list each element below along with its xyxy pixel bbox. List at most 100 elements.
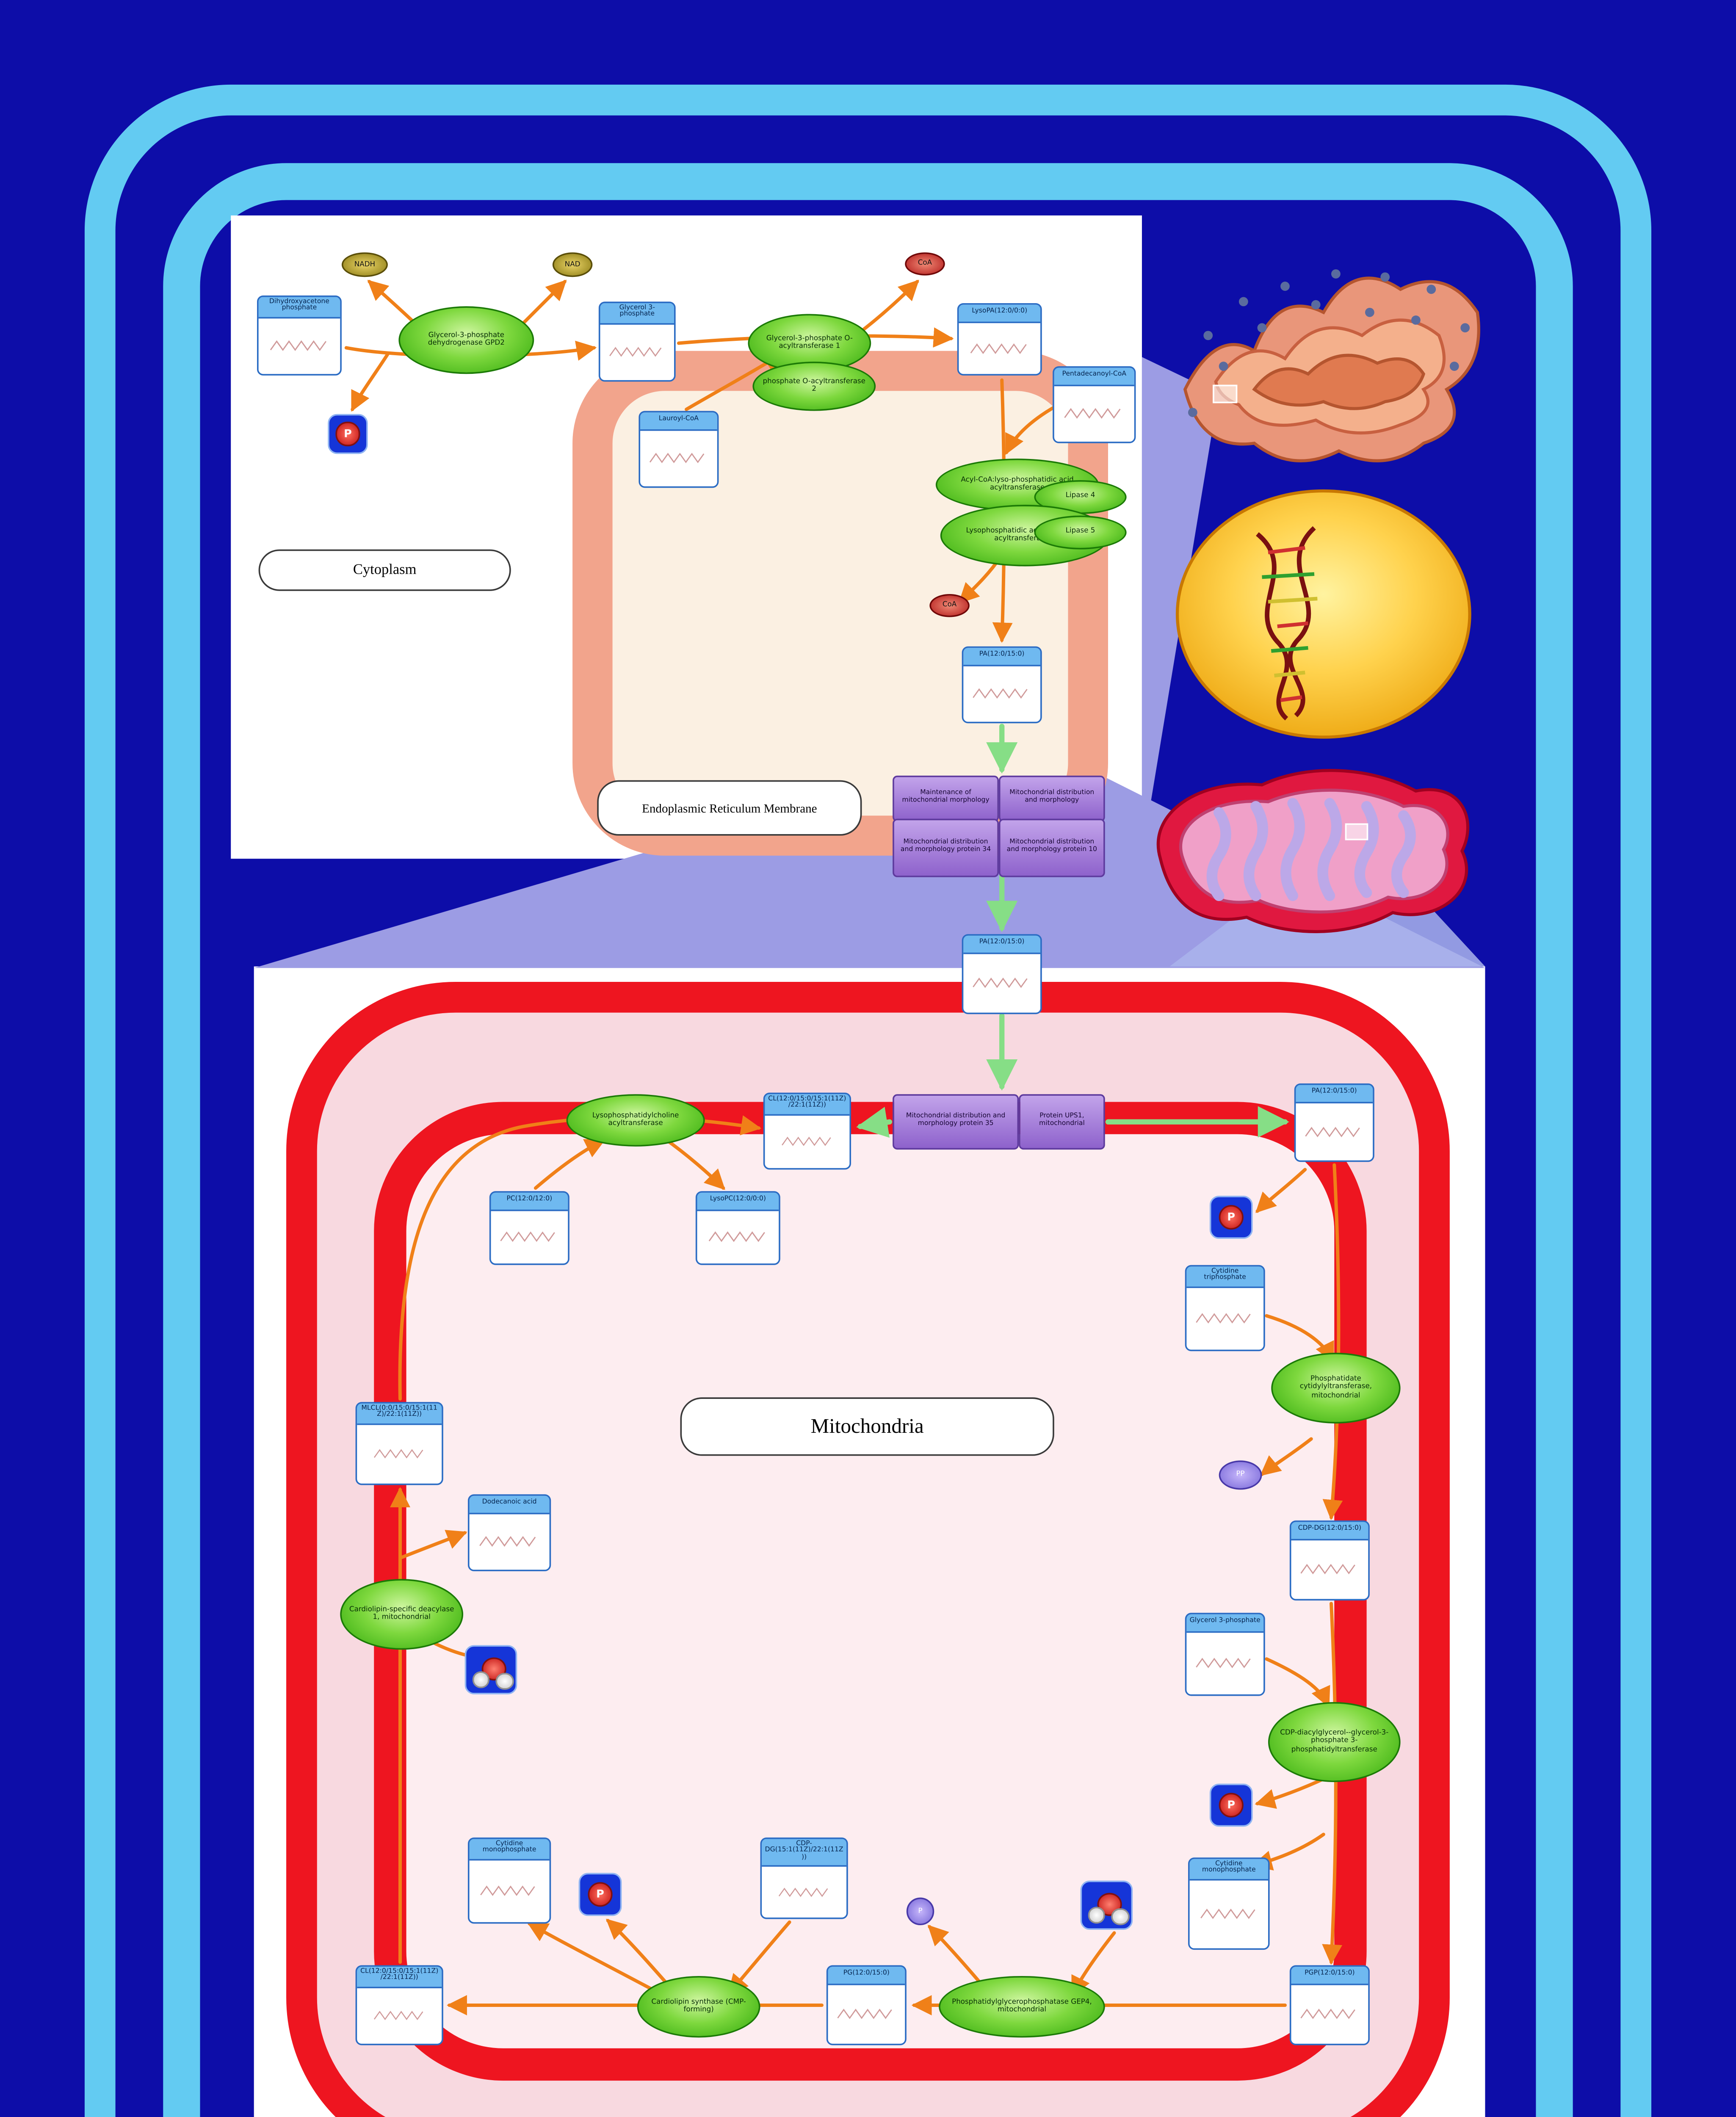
metabolite-dhap[interactable]: Dihydroxyacetone phosphate <box>257 295 342 376</box>
metabolite-pa-intermembrane[interactable]: PA(12:0/15:0) <box>962 934 1042 1014</box>
metabolite-label: Glycerol 3-phosphate <box>600 303 674 324</box>
phosphate-icon[interactable]: P <box>578 1873 622 1916</box>
metabolite-g3p-cytoplasm[interactable]: Glycerol 3-phosphate <box>598 301 676 382</box>
chemical-structure-icon <box>1054 386 1134 442</box>
hydrogen-sphere <box>1088 1906 1106 1923</box>
metabolite-pg[interactable]: PG(12:0/15:0) <box>826 1965 907 2045</box>
metabolite-label: PGP(12:0/15:0) <box>1291 1967 1368 1985</box>
nucleus-illustration <box>1173 485 1474 743</box>
chemical-structure-icon <box>765 1115 850 1168</box>
phosphate-icon[interactable]: P <box>1209 1783 1253 1827</box>
metabolite-g3p-mito[interactable]: Glycerol 3-phosphate <box>1185 1613 1265 1696</box>
metabolite-cdpdg-bottom[interactable]: CDP-DG(15:1(11Z)/22:1(11Z)) <box>760 1837 848 1919</box>
enzyme-label: CDP-diacylglycerol--glycerol-3-phosphate… <box>1280 1730 1389 1754</box>
protein-mdm[interactable]: Mitochondrial distribution and morpholog… <box>998 775 1105 822</box>
p-letter: P <box>587 1882 613 1907</box>
metabolite-cl-bottom[interactable]: CL(12:0/15:0/15:1(11Z)/22:1(11Z)) <box>355 1965 443 2045</box>
enzyme-cardiolipin-synthase[interactable]: Cardiolipin synthase (CMP-forming) <box>637 1976 760 2038</box>
small-molecule-coa[interactable]: CoA <box>905 252 945 276</box>
protein-label: Mitochondrial distribution and morpholog… <box>906 1113 1006 1128</box>
protein-label: Mitochondrial distribution and morpholog… <box>1009 790 1095 805</box>
chemical-structure-icon <box>1186 1633 1264 1694</box>
enzyme-label: Phosphatidylglycerophosphatase GEP4, mit… <box>952 1998 1092 2015</box>
enzyme-label: phosphate O-acyltransferase 2 <box>763 378 865 394</box>
metabolite-label: PG(12:0/15:0) <box>828 1967 905 1985</box>
metabolite-pc[interactable]: PC(12:0/12:0) <box>489 1191 569 1265</box>
mitochondrion-illustration <box>1139 751 1481 948</box>
metabolite-lysopa[interactable]: LysoPA(12:0/0:0) <box>957 303 1042 376</box>
protein-mdm34[interactable]: Mitochondrial distribution and morpholog… <box>893 818 999 877</box>
cytoplasm-label: Cytoplasm <box>258 549 511 591</box>
metabolite-mlcl[interactable]: MLCL(0:0/15:0/15:1(11Z)/22:1(11Z)) <box>355 1402 443 1485</box>
metabolite-label: PC(12:0/12:0) <box>491 1192 568 1211</box>
metabolite-cmp-right[interactable]: Cytidine monophosphate <box>1188 1857 1270 1950</box>
enzyme-gpat2[interactable]: phosphate O-acyltransferase 2 <box>752 362 876 411</box>
chemical-structure-icon <box>357 1424 442 1484</box>
phosphate-icon[interactable]: P <box>1209 1196 1253 1239</box>
dna-helix-icon <box>1256 526 1316 721</box>
cell-membrane-inner <box>163 163 1573 2117</box>
chemical-structure-icon <box>1296 1103 1373 1161</box>
p-letter: P <box>1218 1204 1244 1230</box>
metabolite-label: Cytidine monophosphate <box>1189 1859 1268 1880</box>
chemical-structure-icon <box>959 323 1041 374</box>
enzyme-pgs1[interactable]: CDP-diacylglycerol--glycerol-3-phosphate… <box>1268 1702 1401 1782</box>
metabolite-label: MLCL(0:0/15:0/15:1(11Z)/22:1(11Z)) <box>357 1403 442 1425</box>
water-molecule-icon[interactable] <box>464 1645 517 1694</box>
metabolite-dodecanoic-acid[interactable]: Dodecanoic acid <box>467 1494 551 1572</box>
protein-label: Protein UPS1, mitochondrial <box>1039 1113 1085 1128</box>
metabolite-lysopc[interactable]: LysoPC(12:0/0:0) <box>695 1191 780 1265</box>
small-molecule-coa[interactable]: CoA <box>929 594 970 617</box>
enzyme-cld1[interactable]: Cardiolipin-specific deacylase 1, mitoch… <box>340 1579 464 1650</box>
protein-mdm10[interactable]: Mitochondrial distribution and morpholog… <box>998 818 1105 877</box>
protein-ups1[interactable]: Protein UPS1, mitochondrial <box>1019 1094 1105 1150</box>
chemical-structure-icon <box>1189 1880 1268 1948</box>
chemical-structure-icon <box>600 324 674 380</box>
hydrogen-sphere <box>496 1672 514 1689</box>
metabolite-cl-top[interactable]: CL(12:0/15:0/15:1(11Z)/22:1(11Z)) <box>763 1092 851 1170</box>
protein-label: Maintenance of mitochondrial morphology <box>902 790 990 805</box>
p-label: P <box>918 1907 923 1915</box>
metabolite-label: Lauroyl-CoA <box>640 412 717 431</box>
metabolite-label: Cytidine triphosphate <box>1186 1266 1264 1288</box>
protein-mmm1[interactable]: Maintenance of mitochondrial morphology <box>893 775 999 822</box>
protein-mdm35[interactable]: Mitochondrial distribution and morpholog… <box>893 1094 1019 1150</box>
metabolite-cmp-bottom[interactable]: Cytidine monophosphate <box>467 1837 551 1924</box>
enzyme-lpcat[interactable]: Lysophosphatidylcholine acyltransferase <box>566 1094 705 1147</box>
phosphate-icon[interactable]: P <box>328 414 368 454</box>
coa-label: CoA <box>942 602 957 610</box>
enzyme-label: Glycerol-3-phosphate dehydrogenase GPD2 <box>428 332 505 348</box>
small-molecule-phosphate[interactable]: P <box>906 1897 934 1926</box>
enzyme-label: Lipase 5 <box>1065 528 1095 536</box>
small-molecule-pyrophosphate[interactable]: PP <box>1219 1460 1262 1490</box>
enzyme-lipase5[interactable]: Lipase 5 <box>1034 515 1127 550</box>
label-text: Mitochondria <box>810 1414 924 1437</box>
metabolite-lauroyl-coa[interactable]: Lauroyl-CoA <box>639 411 719 488</box>
protein-label: Mitochondrial distribution and morpholog… <box>1006 839 1097 854</box>
small-molecule-nadh[interactable]: NADH <box>341 252 388 277</box>
mitochondria-label: Mitochondria <box>680 1397 1054 1456</box>
pp-label: PP <box>1236 1471 1245 1479</box>
metabolite-label: Cytidine monophosphate <box>469 1839 550 1860</box>
enzyme-label: Acyl-CoA:lyso-phosphatidic acid acyltran… <box>961 477 1074 493</box>
chemical-structure-icon <box>963 954 1041 1013</box>
enzyme-label: Cardiolipin-specific deacylase 1, mitoch… <box>349 1606 454 1622</box>
metabolite-pa-er[interactable]: PA(12:0/15:0) <box>962 646 1042 724</box>
metabolite-pa-mito[interactable]: PA(12:0/15:0) <box>1294 1083 1374 1162</box>
enzyme-label: Glycerol-3-phosphate O-acyltransferase 1 <box>766 335 853 351</box>
chemical-structure-icon <box>469 1514 550 1570</box>
metabolite-cdpdg-right[interactable]: CDP-DG(12:0/15:0) <box>1289 1520 1370 1601</box>
metabolite-ctp[interactable]: Cytidine triphosphate <box>1185 1265 1265 1351</box>
enzyme-gep4[interactable]: Phosphatidylglycerophosphatase GEP4, mit… <box>939 1976 1105 2038</box>
metabolite-pgp[interactable]: PGP(12:0/15:0) <box>1289 1965 1370 2045</box>
chemical-structure-icon <box>697 1211 779 1264</box>
metabolite-pentadecanoyl-coa[interactable]: Pentadecanoyl-CoA <box>1053 366 1136 443</box>
small-molecule-nad[interactable]: NAD <box>552 252 593 277</box>
enzyme-pcyt2[interactable]: Phosphatidate cytidylyltransferase, mito… <box>1271 1352 1401 1424</box>
metabolite-label: Dodecanoic acid <box>469 1495 550 1515</box>
enzyme-gpd2[interactable]: Glycerol-3-phosphate dehydrogenase GPD2 <box>398 306 534 374</box>
zoom-source-box-mito <box>1345 823 1368 840</box>
nadh-label: NADH <box>354 261 376 269</box>
water-molecule-icon[interactable] <box>1080 1880 1133 1930</box>
metabolite-label: PA(12:0/15:0) <box>963 935 1041 954</box>
